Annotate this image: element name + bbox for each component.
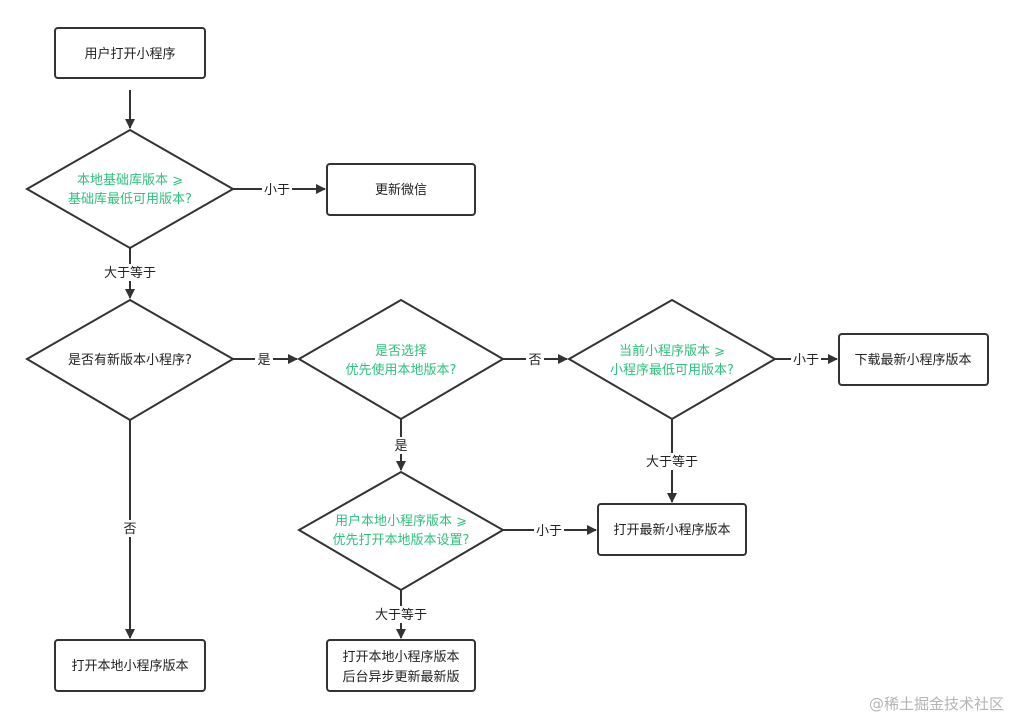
decision-base-lib-line2: 基础库最低可用版本? — [68, 191, 192, 207]
edge-label-yes: 是 — [257, 353, 270, 368]
edge-label-less-than: 小于 — [536, 524, 562, 539]
decision-current-version-line1: 当前小程序版本 ⩾ — [619, 343, 725, 359]
decision-user-local-line1: 用户本地小程序版本 ⩾ — [335, 513, 467, 529]
decision-current-version — [567, 298, 777, 421]
node-start — [54, 27, 206, 79]
decision-prefer-local-line2: 优先使用本地版本? — [346, 362, 457, 378]
node-open-local — [54, 639, 206, 692]
decision-has-new-label: 是否有新版本小程序? — [68, 352, 192, 368]
decision-base-lib — [24, 128, 236, 250]
node-start-label: 用户打开小程序 — [84, 46, 175, 62]
edge-label-no: 否 — [123, 522, 136, 537]
edge-label-yes: 是 — [394, 439, 407, 454]
decision-has-new — [25, 298, 235, 422]
decision-user-local — [297, 470, 505, 592]
node-download-latest — [838, 333, 989, 386]
node-open-local-async — [326, 639, 476, 692]
decision-base-lib-line1: 本地基础库版本 ⩾ — [77, 172, 183, 188]
node-open-local-async-line1: 打开本地小程序版本 — [342, 650, 459, 665]
decision-prefer-local-line1: 是否选择 — [375, 344, 427, 359]
node-download-latest-label: 下载最新小程序版本 — [854, 352, 971, 368]
node-open-local-async-line2: 后台异步更新最新版 — [342, 669, 459, 685]
decision-prefer-local — [297, 298, 505, 421]
edge-label-less-than: 小于 — [793, 353, 819, 368]
watermark: @稀土掘金技术社区 — [868, 695, 1004, 713]
node-open-latest-label: 打开最新小程序版本 — [613, 522, 730, 538]
node-open-local-label: 打开本地小程序版本 — [71, 659, 188, 674]
edge-label-greater-equal: 大于等于 — [104, 265, 156, 281]
decision-user-local-line2: 优先打开本地版本设置? — [333, 533, 470, 548]
edge-label-greater-equal: 大于等于 — [375, 607, 427, 623]
edge-label-no: 否 — [528, 353, 541, 368]
node-update-wechat — [326, 163, 476, 216]
edge-label-greater-equal: 大于等于 — [646, 454, 698, 470]
node-open-latest — [597, 503, 747, 556]
node-update-wechat-label: 更新微信 — [375, 182, 427, 198]
decision-current-version-line2: 小程序最低可用版本? — [610, 363, 734, 378]
edge-label-less-than: 小于 — [264, 183, 290, 198]
